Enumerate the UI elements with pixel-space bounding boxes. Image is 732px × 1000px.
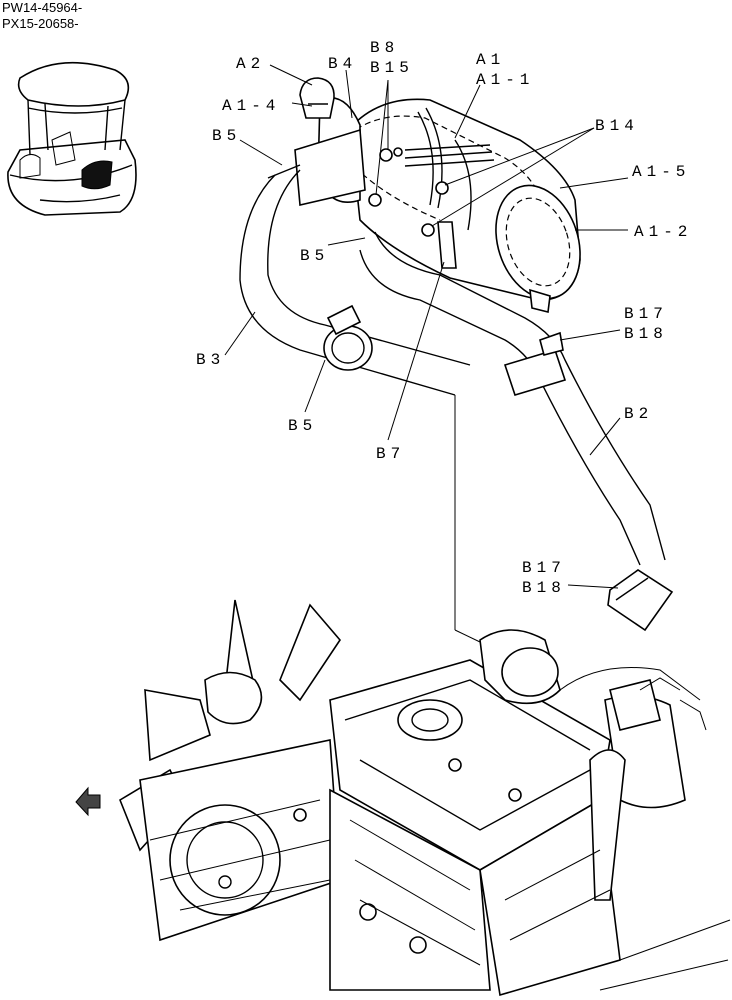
callout-b18-top: B18 bbox=[624, 325, 668, 343]
callout-b5-low: B5 bbox=[288, 417, 317, 435]
callout-b4: B4 bbox=[328, 55, 357, 73]
callout-b14: B14 bbox=[595, 117, 639, 135]
callout-a1: A1 bbox=[476, 51, 505, 69]
restriction-indicator bbox=[299, 77, 335, 119]
callout-labels: A2 A1-4 B4 B8 B15 A1 A1-1 B14 B5 A1-5 B5… bbox=[196, 39, 692, 597]
engine bbox=[119, 599, 731, 997]
callout-a1-5: A1-5 bbox=[632, 163, 690, 181]
serial-range-1: PW14-45964- bbox=[2, 0, 83, 15]
leader-lines bbox=[224, 64, 629, 643]
callout-b2: B2 bbox=[624, 405, 653, 423]
callout-b8: B8 bbox=[370, 39, 399, 57]
serial-range-2: PX15-20658- bbox=[2, 16, 79, 31]
callout-b17-top: B17 bbox=[624, 305, 668, 323]
callout-b3: B3 bbox=[196, 351, 225, 369]
callout-b5-top: B5 bbox=[212, 127, 241, 145]
callout-b15: B15 bbox=[370, 59, 414, 77]
callout-a1-1: A1-1 bbox=[476, 71, 534, 89]
hose-b3 bbox=[239, 164, 471, 396]
front-direction-arrow bbox=[75, 786, 101, 817]
machine-locator-thumbnail bbox=[7, 61, 137, 216]
callout-a1-4: A1-4 bbox=[222, 97, 280, 115]
hose-b2 bbox=[359, 231, 674, 632]
callout-b17-bottom: B17 bbox=[522, 559, 566, 577]
air-cleaner bbox=[294, 97, 581, 313]
callout-b7: B7 bbox=[376, 445, 405, 463]
callout-b5-mid: B5 bbox=[300, 247, 329, 265]
callout-b18-bottom: B18 bbox=[522, 579, 566, 597]
callout-a1-2: A1-2 bbox=[634, 223, 692, 241]
callout-a2: A2 bbox=[236, 55, 265, 73]
